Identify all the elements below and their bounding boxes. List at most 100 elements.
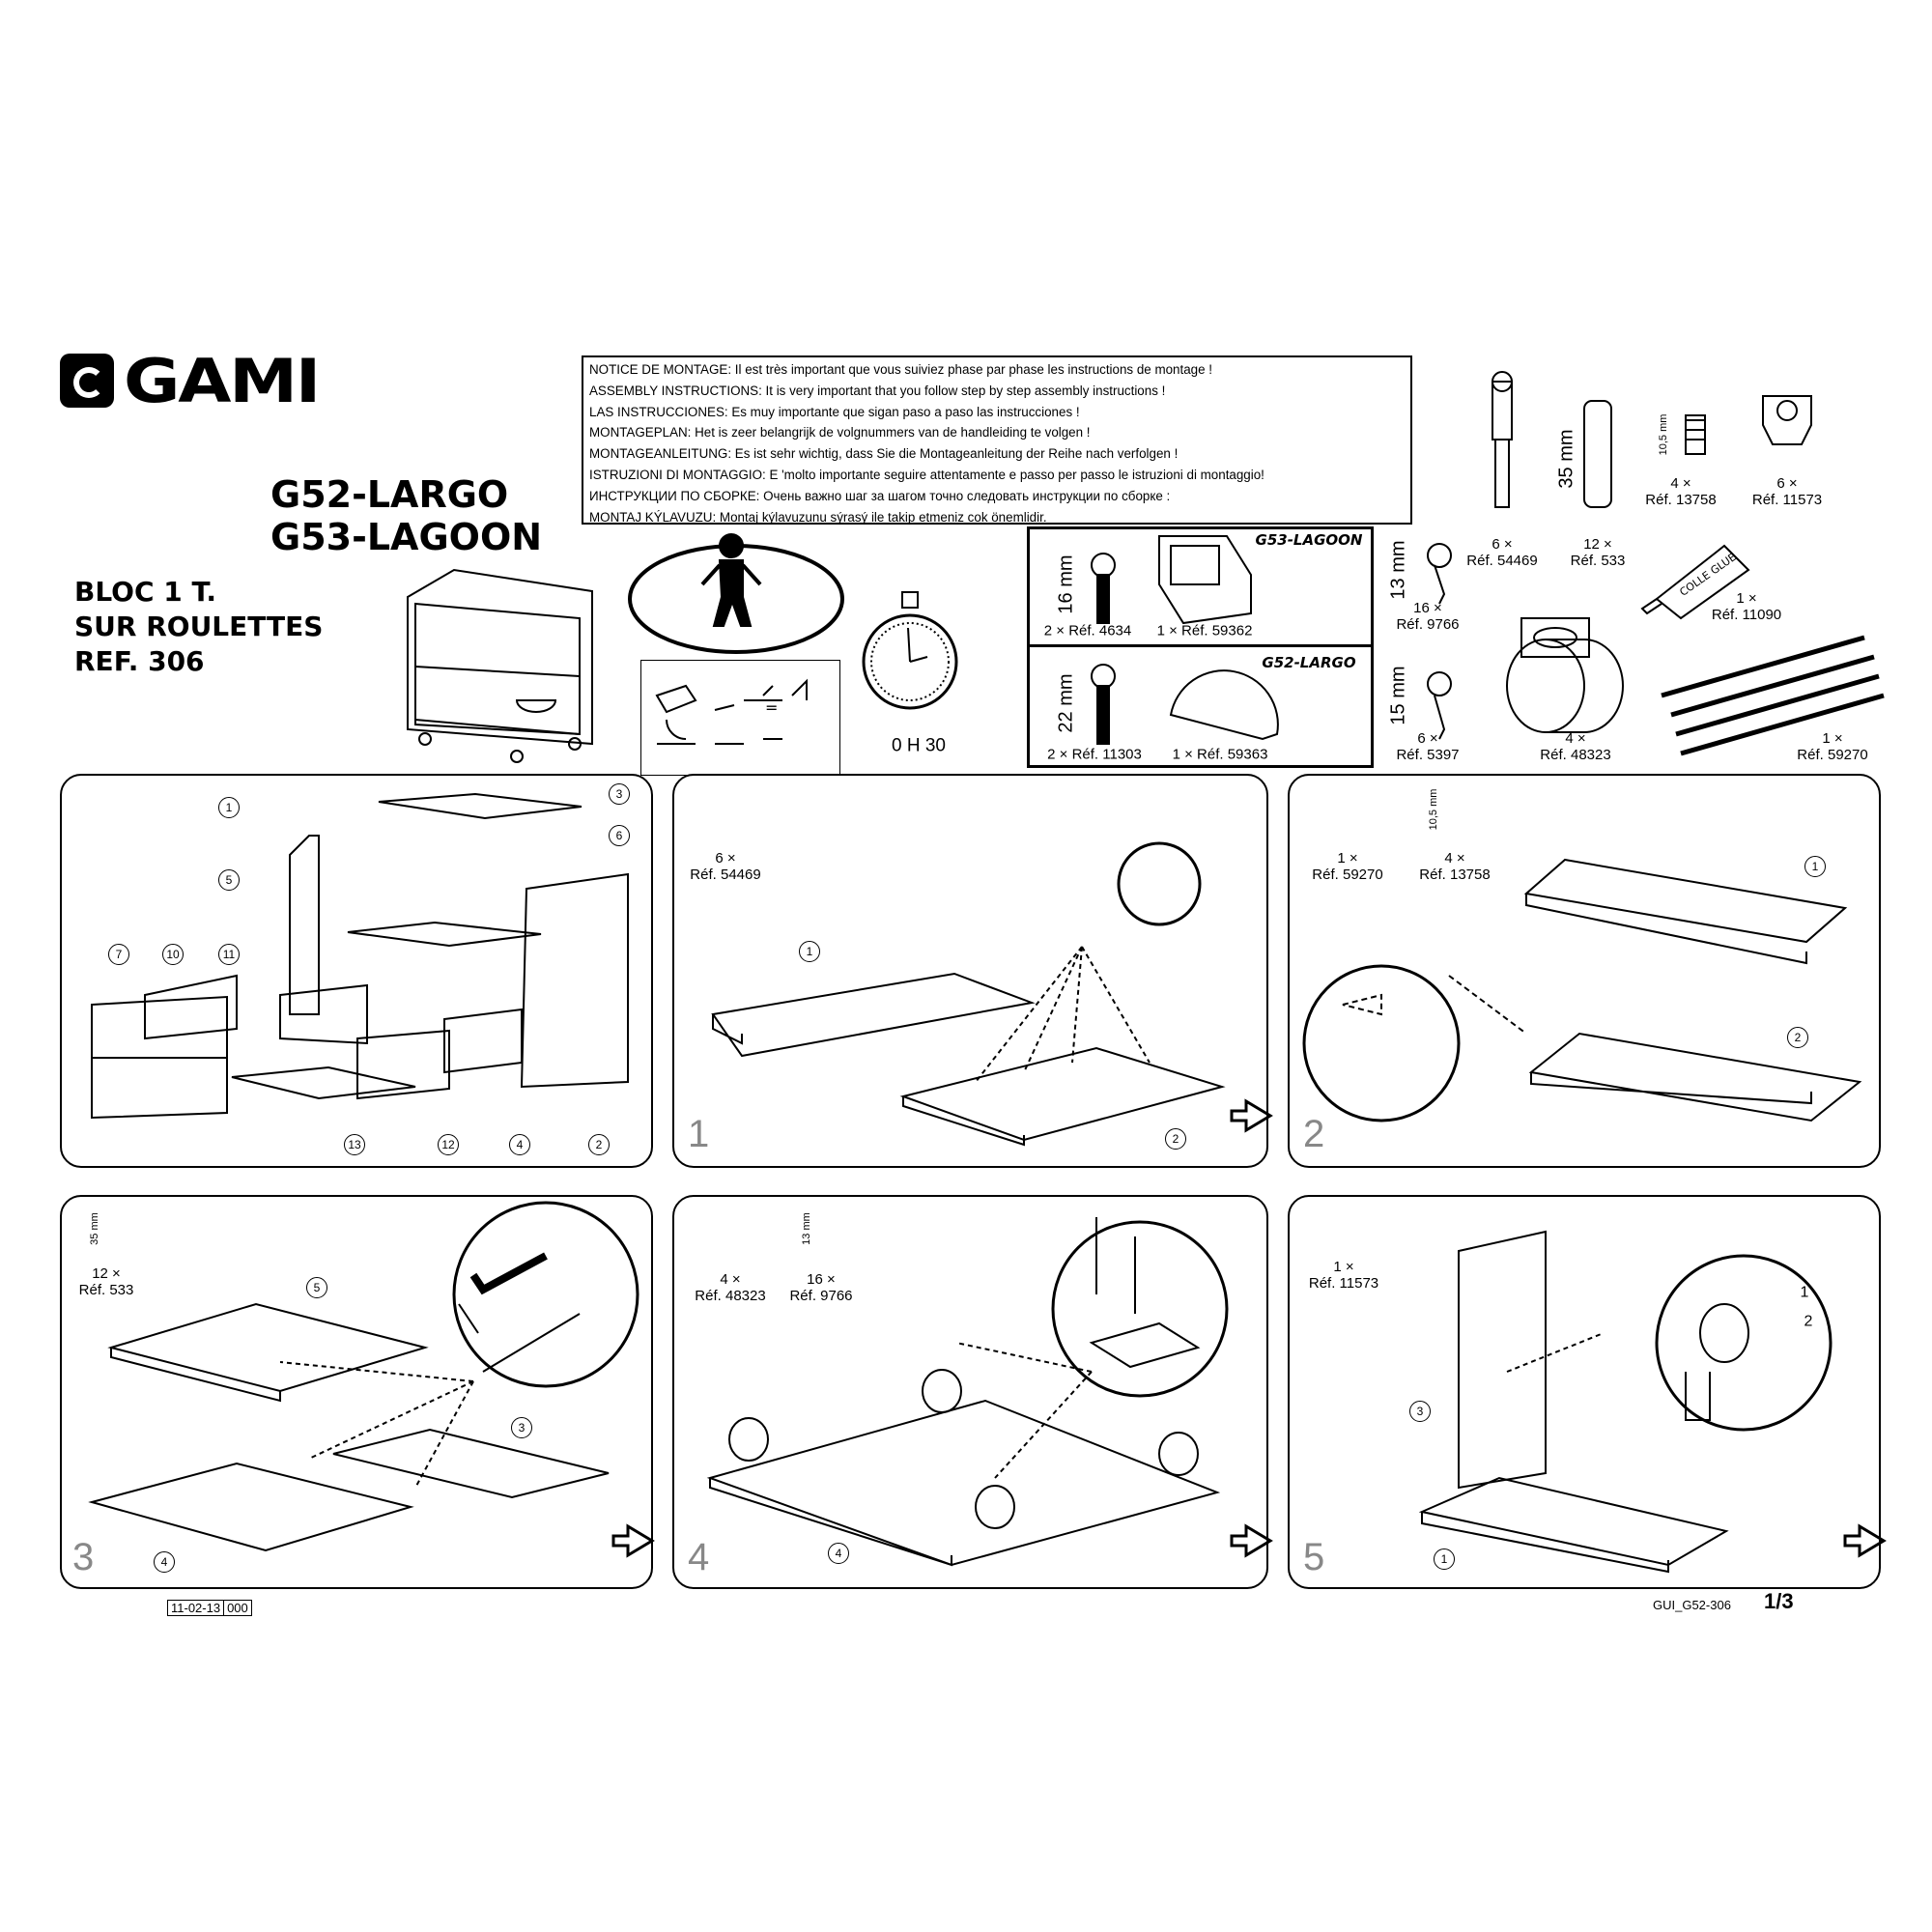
product-description: BLOC 1 T. SUR ROULETTES REF. 306 xyxy=(74,575,323,679)
lagoon-handle-ref: 1 × Réf. 59362 xyxy=(1156,622,1253,639)
step-part: 4 ×Réf. 48323 xyxy=(695,1271,766,1304)
notice-fr: NOTICE DE MONTAGE: Il est très important… xyxy=(589,362,1213,377)
callout: 11 xyxy=(218,944,240,965)
step-number: 4 xyxy=(688,1536,710,1578)
notice-it: ISTRUZIONI DI MONTAGGIO: E 'molto import… xyxy=(589,467,1264,482)
step-4-panel xyxy=(672,1195,1268,1589)
callout: 7 xyxy=(108,944,129,965)
overview-panel xyxy=(60,774,653,1168)
callout: 2 xyxy=(1787,1027,1808,1048)
print-code: 000 xyxy=(223,1601,251,1615)
assembly-notice-box: NOTICE DE MONTAGE: Il est très important… xyxy=(582,355,1412,525)
lagoon-screw-length: 16 mm xyxy=(1055,554,1077,614)
step-part-size: 13 mm xyxy=(801,1212,812,1245)
callout: 6 xyxy=(609,825,630,846)
hardware-11573: 6 ×Réf. 11573 xyxy=(1751,475,1823,508)
largo-handle-ref: 1 × Réf. 59363 xyxy=(1172,746,1268,763)
step5-drawing xyxy=(1418,1230,1887,1574)
print-date: 11-02-13 xyxy=(171,1601,221,1615)
step2-drawing xyxy=(1302,858,1862,1122)
tools-box xyxy=(640,660,840,776)
hardware-9766-size: 13 mm xyxy=(1387,540,1409,600)
callout: 4 xyxy=(509,1134,530,1155)
brand-name: GAMI xyxy=(124,345,321,416)
step-number: 5 xyxy=(1303,1536,1325,1578)
callout: 2 xyxy=(588,1134,610,1155)
hardware-533-size: 35 mm xyxy=(1555,429,1577,489)
callout: 3 xyxy=(609,783,630,805)
gami-logo-mark-icon xyxy=(60,354,114,408)
print-date-box: 11-02-13 000 xyxy=(167,1600,252,1616)
step-part: 1 ×Réf. 59270 xyxy=(1312,850,1383,883)
cabinet-illustration xyxy=(407,568,593,763)
step3-drawing xyxy=(88,1201,655,1558)
notice-ru: ИНСТРУКЦИИ ПО СБОРКЕ: Очень важно шаг за… xyxy=(589,488,1171,503)
hardware-54469: 6 ×Réf. 54469 xyxy=(1466,536,1538,569)
page-number: 1/3 xyxy=(1764,1589,1794,1613)
lagoon-screw-ref: 2 × Réf. 4634 xyxy=(1043,622,1132,639)
step-part-size: 10,5 mm xyxy=(1428,788,1439,831)
model-hardware-drawings xyxy=(1091,535,1279,745)
product-ref: REF. 306 xyxy=(74,645,205,677)
step-part-size: 35 mm xyxy=(89,1212,100,1245)
svg-text:=: = xyxy=(765,698,778,717)
assembly-time: 0 H 30 xyxy=(892,735,946,756)
callout: 4 xyxy=(828,1543,849,1564)
callout: 12 xyxy=(438,1134,459,1155)
hardware-48323: 4 ×Réf. 48323 xyxy=(1540,730,1611,763)
notice-en: ASSEMBLY INSTRUCTIONS: It is very import… xyxy=(589,383,1166,398)
hardware-5397-size: 15 mm xyxy=(1387,666,1409,725)
product-line-2: SUR ROULETTES xyxy=(74,611,324,642)
step-part: 16 ×Réf. 9766 xyxy=(789,1271,853,1304)
step-part: 12 ×Réf. 533 xyxy=(78,1265,134,1298)
step1-drawing xyxy=(711,841,1273,1147)
step-5-panel xyxy=(1288,1195,1881,1589)
callout: 2 xyxy=(1165,1128,1186,1150)
callout: 3 xyxy=(1409,1401,1431,1422)
callout: 5 xyxy=(306,1277,327,1298)
hardware-59270: 1 ×Réf. 59270 xyxy=(1797,730,1868,763)
callout: 13 xyxy=(344,1134,365,1155)
step-number: 1 xyxy=(688,1113,710,1155)
stopwatch-icon xyxy=(862,591,958,710)
document-code: GUI_G52-306 xyxy=(1653,1598,1731,1612)
largo-tag: G52-LARGO xyxy=(1262,654,1356,671)
callout: 1 xyxy=(1434,1548,1455,1570)
hardware-5397: 6 ×Réf. 5397 xyxy=(1396,730,1460,763)
gami-logo: GAMI xyxy=(60,346,321,416)
notice-nl: MONTAGEPLAN: Het is zeer belangrijk de v… xyxy=(589,425,1091,440)
notice-de: MONTAGEANLEITUNG: Es ist sehr wichtig, d… xyxy=(589,446,1179,462)
step-number: 3 xyxy=(72,1536,95,1578)
notice-tr: MONTAJ KÝLAVUZU: Montaj kýlavuzunu sýras… xyxy=(589,509,1047,525)
largo-screw-length: 22 mm xyxy=(1055,673,1077,733)
step-2-panel xyxy=(1288,774,1881,1168)
tools-illustration: = xyxy=(655,678,808,745)
largo-screw-ref: 2 × Réf. 11303 xyxy=(1047,746,1142,763)
callout: 4 xyxy=(154,1551,175,1573)
two-person-assembly-icon xyxy=(628,533,844,654)
callout: 1 xyxy=(1804,856,1826,877)
product-line-1: BLOC 1 T. xyxy=(74,576,216,608)
callout: 3 xyxy=(511,1417,532,1438)
callout: 10 xyxy=(162,944,184,965)
hardware-13758: 4 ×Réf. 13758 xyxy=(1645,475,1717,508)
hardware-drawings xyxy=(1427,371,1885,756)
lagoon-tag: G53-LAGOON xyxy=(1255,531,1363,549)
hardware-9766: 16 ×Réf. 9766 xyxy=(1396,600,1460,633)
detail-step-label: 1 xyxy=(1800,1284,1809,1301)
step-part: 4 ×Réf. 13758 xyxy=(1419,850,1491,883)
step-3-panel xyxy=(60,1195,653,1589)
exploded-view xyxy=(91,792,629,1120)
callout: 1 xyxy=(218,797,240,818)
model-hardware-box xyxy=(1027,526,1374,768)
step-part: 6 ×Réf. 54469 xyxy=(690,850,761,883)
step-1-panel xyxy=(672,774,1268,1168)
callout: 1 xyxy=(799,941,820,962)
step-part: 1 ×Réf. 11573 xyxy=(1308,1259,1379,1292)
hardware-533: 12 ×Réf. 533 xyxy=(1570,536,1626,569)
model-title-largo: G52-LARGO xyxy=(270,473,509,516)
step4-drawing xyxy=(706,1217,1273,1567)
model-title-lagoon: G53-LAGOON xyxy=(270,516,543,558)
step-number: 2 xyxy=(1303,1113,1325,1155)
